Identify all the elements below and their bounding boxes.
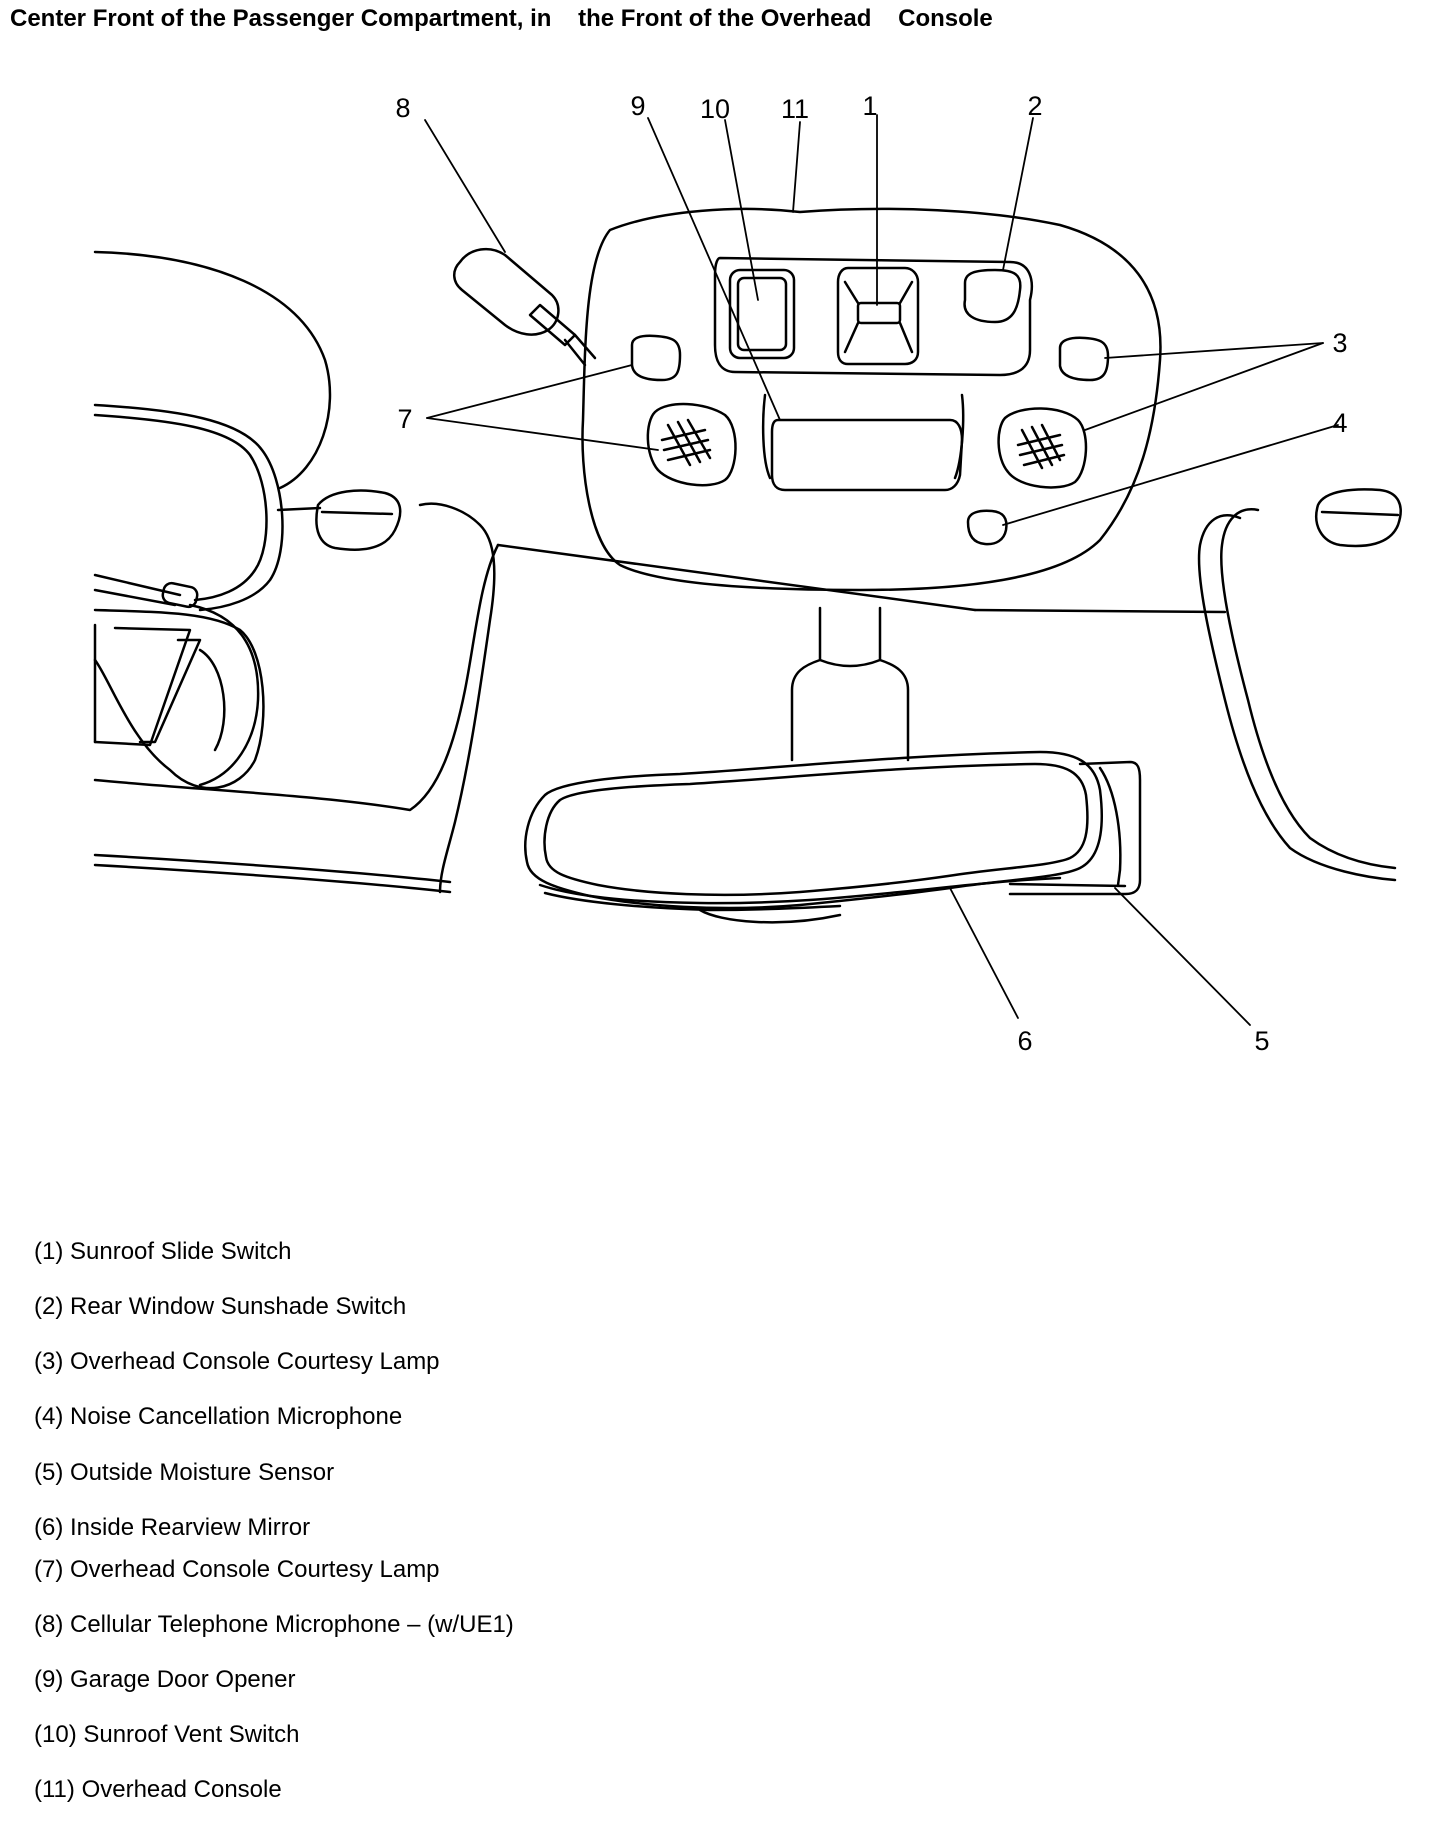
callout-5: 5 bbox=[1254, 1026, 1269, 1056]
legend-item: (8) Cellular Telephone Microphone – (w/U… bbox=[34, 1611, 514, 1638]
inside-rearview-mirror bbox=[524, 750, 1104, 924]
overhead-console bbox=[581, 207, 1162, 592]
callout-numbers: 1 2 3 4 5 6 7 8 9 10 11 bbox=[395, 91, 1347, 1056]
component-legend: (1) Sunroof Slide Switch (2) Rear Window… bbox=[34, 0, 934, 1830]
right-sun-visor bbox=[973, 488, 1402, 882]
callout-4: 4 bbox=[1332, 408, 1347, 438]
leader-lines bbox=[424, 114, 1339, 1026]
left-sun-visor bbox=[93, 250, 977, 894]
legend-item: (6) Inside Rearview Mirror bbox=[34, 1514, 311, 1541]
page-title: Center Front of the Passenger Compartmen… bbox=[10, 5, 993, 32]
cellular-telephone-microphone bbox=[453, 247, 597, 367]
courtesy-lamp-right bbox=[997, 407, 1088, 489]
legend-item: (2) Rear Window Sunshade Switch bbox=[34, 1293, 407, 1320]
rear-window-sunshade-switch bbox=[963, 268, 1022, 324]
sunroof-vent-switch bbox=[728, 268, 796, 360]
callout-11: 11 bbox=[781, 94, 809, 124]
garage-door-opener bbox=[761, 393, 965, 492]
courtesy-lamp-left bbox=[646, 402, 737, 487]
mirror-mount bbox=[790, 606, 910, 762]
legend-item: (11) Overhead Console bbox=[34, 1776, 282, 1803]
legend-item: (9) Garage Door Opener bbox=[34, 1666, 296, 1693]
callout-7: 7 bbox=[397, 404, 412, 434]
sunroof-slide-switch bbox=[836, 266, 920, 366]
legend-item: (10) Sunroof Vent Switch bbox=[34, 1721, 300, 1748]
legend-item: (7) Overhead Console Courtesy Lamp bbox=[34, 1556, 440, 1583]
courtesy-lamp-switch-left bbox=[630, 334, 682, 382]
callout-6: 6 bbox=[1017, 1026, 1032, 1056]
legend-item: (5) Outside Moisture Sensor bbox=[34, 1459, 335, 1486]
callout-2: 2 bbox=[1027, 91, 1042, 121]
outside-moisture-sensor bbox=[1008, 760, 1142, 896]
callout-10: 10 bbox=[700, 94, 730, 124]
callout-1: 1 bbox=[862, 91, 877, 121]
legend-item: (4) Noise Cancellation Microphone bbox=[34, 1403, 403, 1430]
callout-3: 3 bbox=[1332, 328, 1347, 358]
courtesy-lamp-switch-right bbox=[1058, 336, 1110, 382]
overhead-console-diagram: 1 2 3 4 5 6 7 8 9 10 11 bbox=[93, 91, 1402, 1056]
noise-cancellation-microphone bbox=[966, 509, 1008, 546]
legend-item: (3) Overhead Console Courtesy Lamp bbox=[34, 1348, 440, 1375]
legend-item: (1) Sunroof Slide Switch bbox=[34, 1238, 292, 1265]
callout-9: 9 bbox=[630, 91, 645, 121]
callout-8: 8 bbox=[395, 93, 410, 123]
